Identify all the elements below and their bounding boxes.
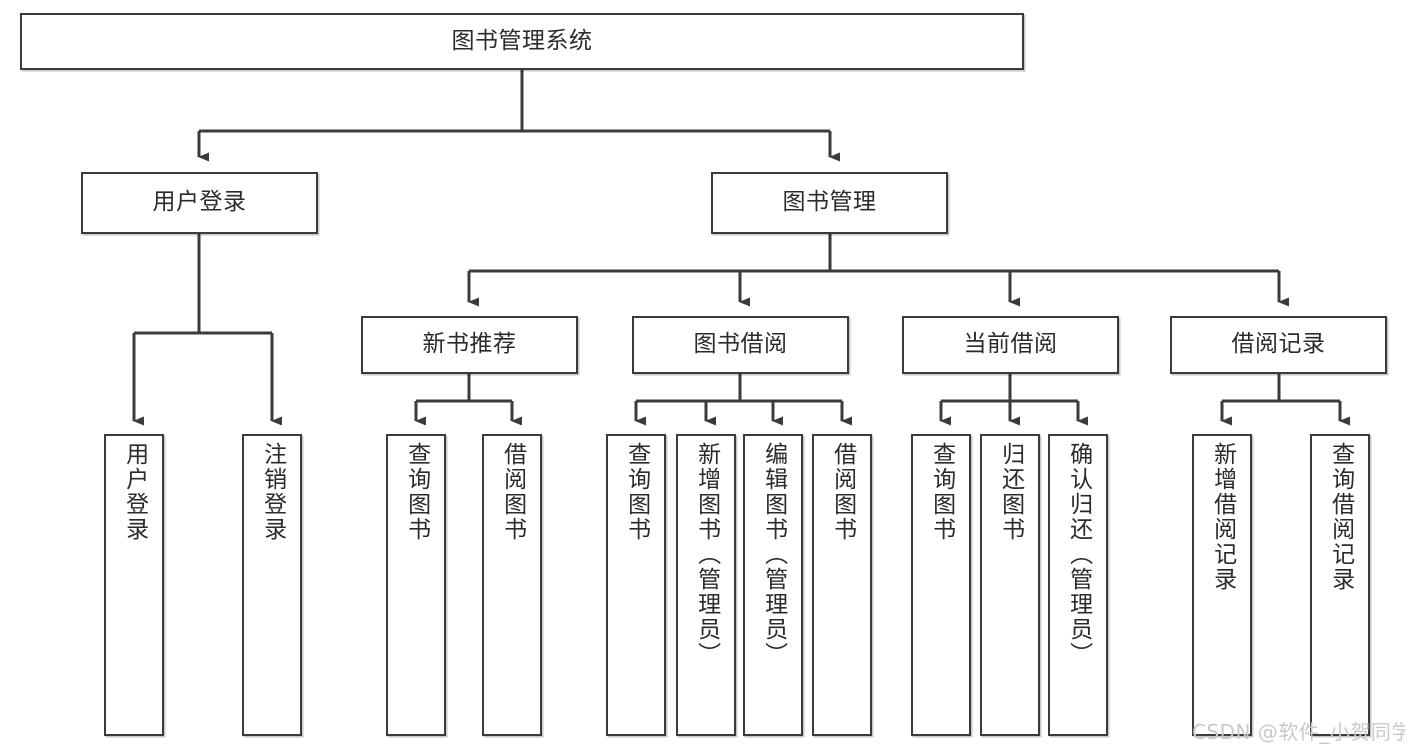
node-new-book-recommend[interactable]: 新书推荐 <box>361 316 578 374</box>
leaf-current-return-book[interactable]: 归还图书 <box>980 434 1040 736</box>
node-root-book-management-system[interactable]: 图书管理系统 <box>20 13 1024 70</box>
node-book-management[interactable]: 图书管理 <box>711 172 948 234</box>
leaf-borrow-query-book[interactable]: 查询图书 <box>606 434 666 736</box>
node-label: 查询借阅记录 <box>1327 442 1354 592</box>
node-label: 注销登录 <box>259 442 286 542</box>
node-borrow-record[interactable]: 借阅记录 <box>1170 316 1387 374</box>
node-label: 借阅记录 <box>1231 331 1326 358</box>
node-label: 图书借阅 <box>693 331 788 358</box>
leaf-user-login-signout[interactable]: 注销登录 <box>242 434 302 736</box>
node-label: 编辑图书（管理员） <box>760 442 787 667</box>
leaf-borrow-add-book-admin[interactable]: 新增图书（管理员） <box>676 434 736 736</box>
leaf-current-confirm-return-admin[interactable]: 确认归还（管理员） <box>1048 434 1108 736</box>
node-label: 确认归还（管理员） <box>1065 442 1092 667</box>
csdn-watermark: CSDN @软件_小贺同学 <box>1192 720 1405 744</box>
leaf-record-query-record[interactable]: 查询借阅记录 <box>1310 434 1370 736</box>
leaf-new-book-borrow[interactable]: 借阅图书 <box>482 434 542 736</box>
node-label: 查询图书 <box>403 442 430 542</box>
node-label: 查询图书 <box>928 442 955 542</box>
leaf-new-book-query[interactable]: 查询图书 <box>386 434 446 736</box>
node-label: 用户登录 <box>152 189 247 216</box>
leaf-current-query-book[interactable]: 查询图书 <box>911 434 971 736</box>
node-label: 新增图书（管理员） <box>693 442 720 667</box>
node-label: 图书管理系统 <box>451 27 593 54</box>
node-label: 新书推荐 <box>422 331 517 358</box>
node-label: 当前借阅 <box>963 331 1058 358</box>
node-label: 图书管理 <box>782 189 877 216</box>
leaf-record-add-record[interactable]: 新增借阅记录 <box>1192 434 1252 736</box>
leaf-borrow-borrow-book[interactable]: 借阅图书 <box>812 434 872 736</box>
leaf-user-login-signin[interactable]: 用户登录 <box>104 434 164 736</box>
node-book-borrow[interactable]: 图书借阅 <box>632 316 849 374</box>
node-user-login[interactable]: 用户登录 <box>81 172 318 234</box>
node-label: 借阅图书 <box>499 442 526 542</box>
node-label: 用户登录 <box>121 442 148 542</box>
node-current-borrow[interactable]: 当前借阅 <box>902 316 1119 374</box>
node-label: 归还图书 <box>997 442 1024 542</box>
leaf-borrow-edit-book-admin[interactable]: 编辑图书（管理员） <box>743 434 803 736</box>
node-label: 借阅图书 <box>829 442 856 542</box>
node-label: 查询图书 <box>623 442 650 542</box>
node-label: 新增借阅记录 <box>1209 442 1236 592</box>
